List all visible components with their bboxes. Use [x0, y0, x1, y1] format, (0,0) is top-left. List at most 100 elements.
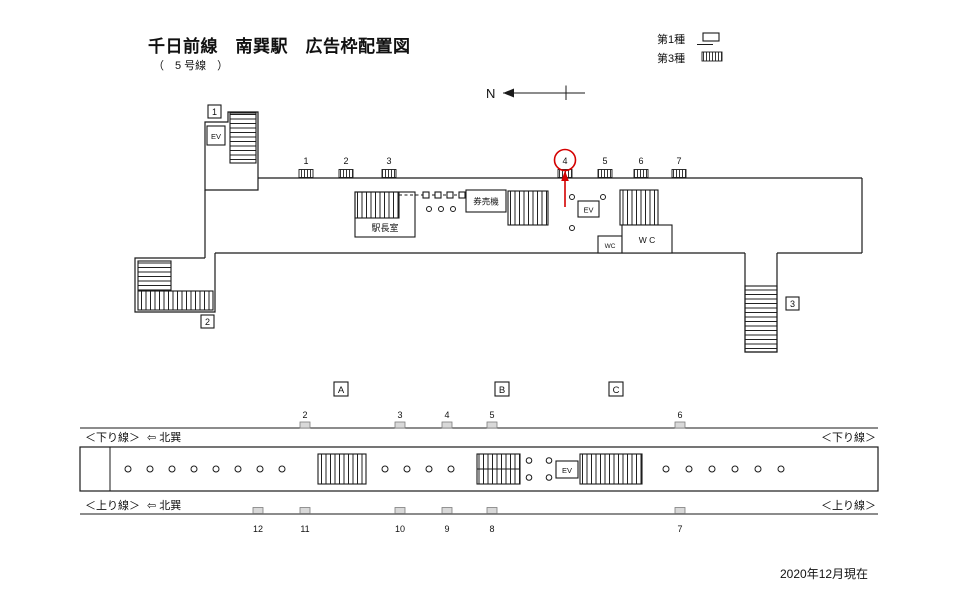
ticket-gate-box	[458, 191, 466, 199]
ad-position-2: 2	[338, 156, 354, 178]
pillar	[190, 465, 198, 473]
ad-number: 4	[444, 410, 449, 420]
legend-type3-label: 第3種	[657, 51, 685, 65]
ad-position-5: 5	[597, 156, 613, 178]
ad-slot-type1-mark	[394, 507, 406, 514]
ad-position-3: 3	[381, 156, 397, 178]
section-a: A	[333, 381, 349, 397]
ad-slot-type3-mark	[298, 169, 314, 178]
pillar	[447, 465, 455, 473]
ad-slot-type1-mark	[441, 421, 453, 429]
ad-position-1: 1	[298, 156, 314, 178]
pillar	[425, 465, 433, 473]
wc-large-box	[621, 224, 673, 254]
ad-number: 5	[489, 410, 494, 420]
ad-slot-type1-mark	[486, 507, 498, 514]
stairs-platform-east	[579, 453, 643, 485]
up-line-left-direction: ⇦ 北巽	[147, 499, 181, 512]
pillar	[569, 225, 575, 231]
elevator-upper-label: EV	[211, 132, 221, 141]
exit-3-label: 3	[790, 299, 795, 309]
exit-2-box	[200, 314, 215, 329]
pillar	[600, 194, 606, 200]
ad-position-number: 5	[602, 156, 607, 166]
ad-number: 11	[300, 524, 309, 534]
pillar	[403, 465, 411, 473]
up-line-right-label: ＜上り線＞	[821, 498, 876, 512]
pillar	[438, 206, 444, 212]
pillar	[545, 474, 553, 481]
ad-number: 8	[489, 524, 494, 534]
ad-number: 10	[395, 524, 405, 534]
section-b: B	[494, 381, 510, 397]
ad-position-4-highlighted: 4	[553, 148, 577, 207]
legend-type1-label: 第1種	[657, 32, 685, 46]
ticket-machines-box	[465, 189, 507, 213]
pillar	[146, 465, 154, 473]
elevator-upper-box	[206, 125, 226, 146]
exit-3-box	[785, 296, 800, 311]
elevator-platform-box	[555, 460, 579, 479]
ad-number: 2	[302, 410, 307, 420]
elevator-platform-label: EV	[562, 466, 572, 475]
down-line-right-label: ＜下り線＞	[821, 430, 876, 444]
ticket-gate-box	[422, 191, 430, 199]
stairs-office	[354, 191, 400, 219]
ad-slot-type1-mark	[299, 507, 311, 514]
stairs-west-lower	[137, 290, 214, 311]
ad-position-number: 2	[343, 156, 348, 166]
pillar	[168, 465, 176, 473]
stairs-central	[507, 190, 549, 226]
section-box	[333, 381, 349, 397]
platform-diagram: A B C 2 3 4 5 6 ＜下り線＞ ⇦ 北巽 ＜下り線＞	[79, 381, 879, 534]
pillar	[124, 465, 132, 473]
ad-number: 12	[253, 524, 263, 534]
ad-slot-type1-mark	[674, 507, 686, 514]
ad-slot-type3-mark	[633, 169, 649, 178]
legend-type3-icon	[701, 51, 723, 62]
section-label: C	[613, 385, 620, 396]
exit-1-box	[207, 104, 222, 119]
ad-slot-type1-mark	[486, 421, 498, 429]
stairs-platform-west	[317, 453, 367, 485]
ad-slot-type3-mark	[338, 169, 354, 178]
pillar	[545, 457, 553, 464]
elevator-inner-box	[577, 200, 600, 218]
exit-2-label: 2	[205, 317, 210, 327]
section-label: A	[338, 385, 345, 396]
ad-position-6: 6	[633, 156, 649, 178]
legend: 第1種 第3種	[657, 32, 723, 65]
pillar	[662, 465, 670, 473]
ad-slot-type1-mark	[674, 421, 686, 429]
stairs-platform-mid	[476, 453, 521, 485]
ad-slot-type3-mark	[381, 169, 397, 178]
ad-slot-type3-mark	[671, 169, 687, 178]
section-label: B	[499, 385, 505, 396]
ad-slot-type1-mark	[394, 421, 406, 429]
ticket-machines-label: 券売機	[473, 197, 499, 207]
page-subtitle: （ 5 号線 ）	[153, 58, 228, 72]
ad-number: 7	[677, 524, 682, 534]
ad-row-down-line: 2 3 4 5 6	[299, 410, 686, 429]
ad-number: 9	[444, 524, 449, 534]
pillar	[708, 465, 716, 473]
pillar	[381, 465, 389, 473]
ad-position-number: 4	[562, 156, 567, 166]
pillar	[278, 465, 286, 473]
ad-position-7: 7	[671, 156, 687, 178]
section-box	[494, 381, 510, 397]
station-office-label: 駅長室	[371, 222, 398, 233]
compass-arrowhead-icon	[503, 88, 514, 98]
ad-slot-type1-mark	[299, 421, 311, 429]
ticket-gate-box	[446, 191, 454, 199]
ad-slot-type3-mark	[597, 169, 613, 178]
ad-slot-type1-mark	[252, 507, 264, 514]
pillar	[685, 465, 693, 473]
pillar	[212, 465, 220, 473]
ad-number: 6	[677, 410, 682, 420]
pillar	[234, 465, 242, 473]
stairs-top-left	[229, 112, 257, 164]
pillar	[450, 206, 456, 212]
